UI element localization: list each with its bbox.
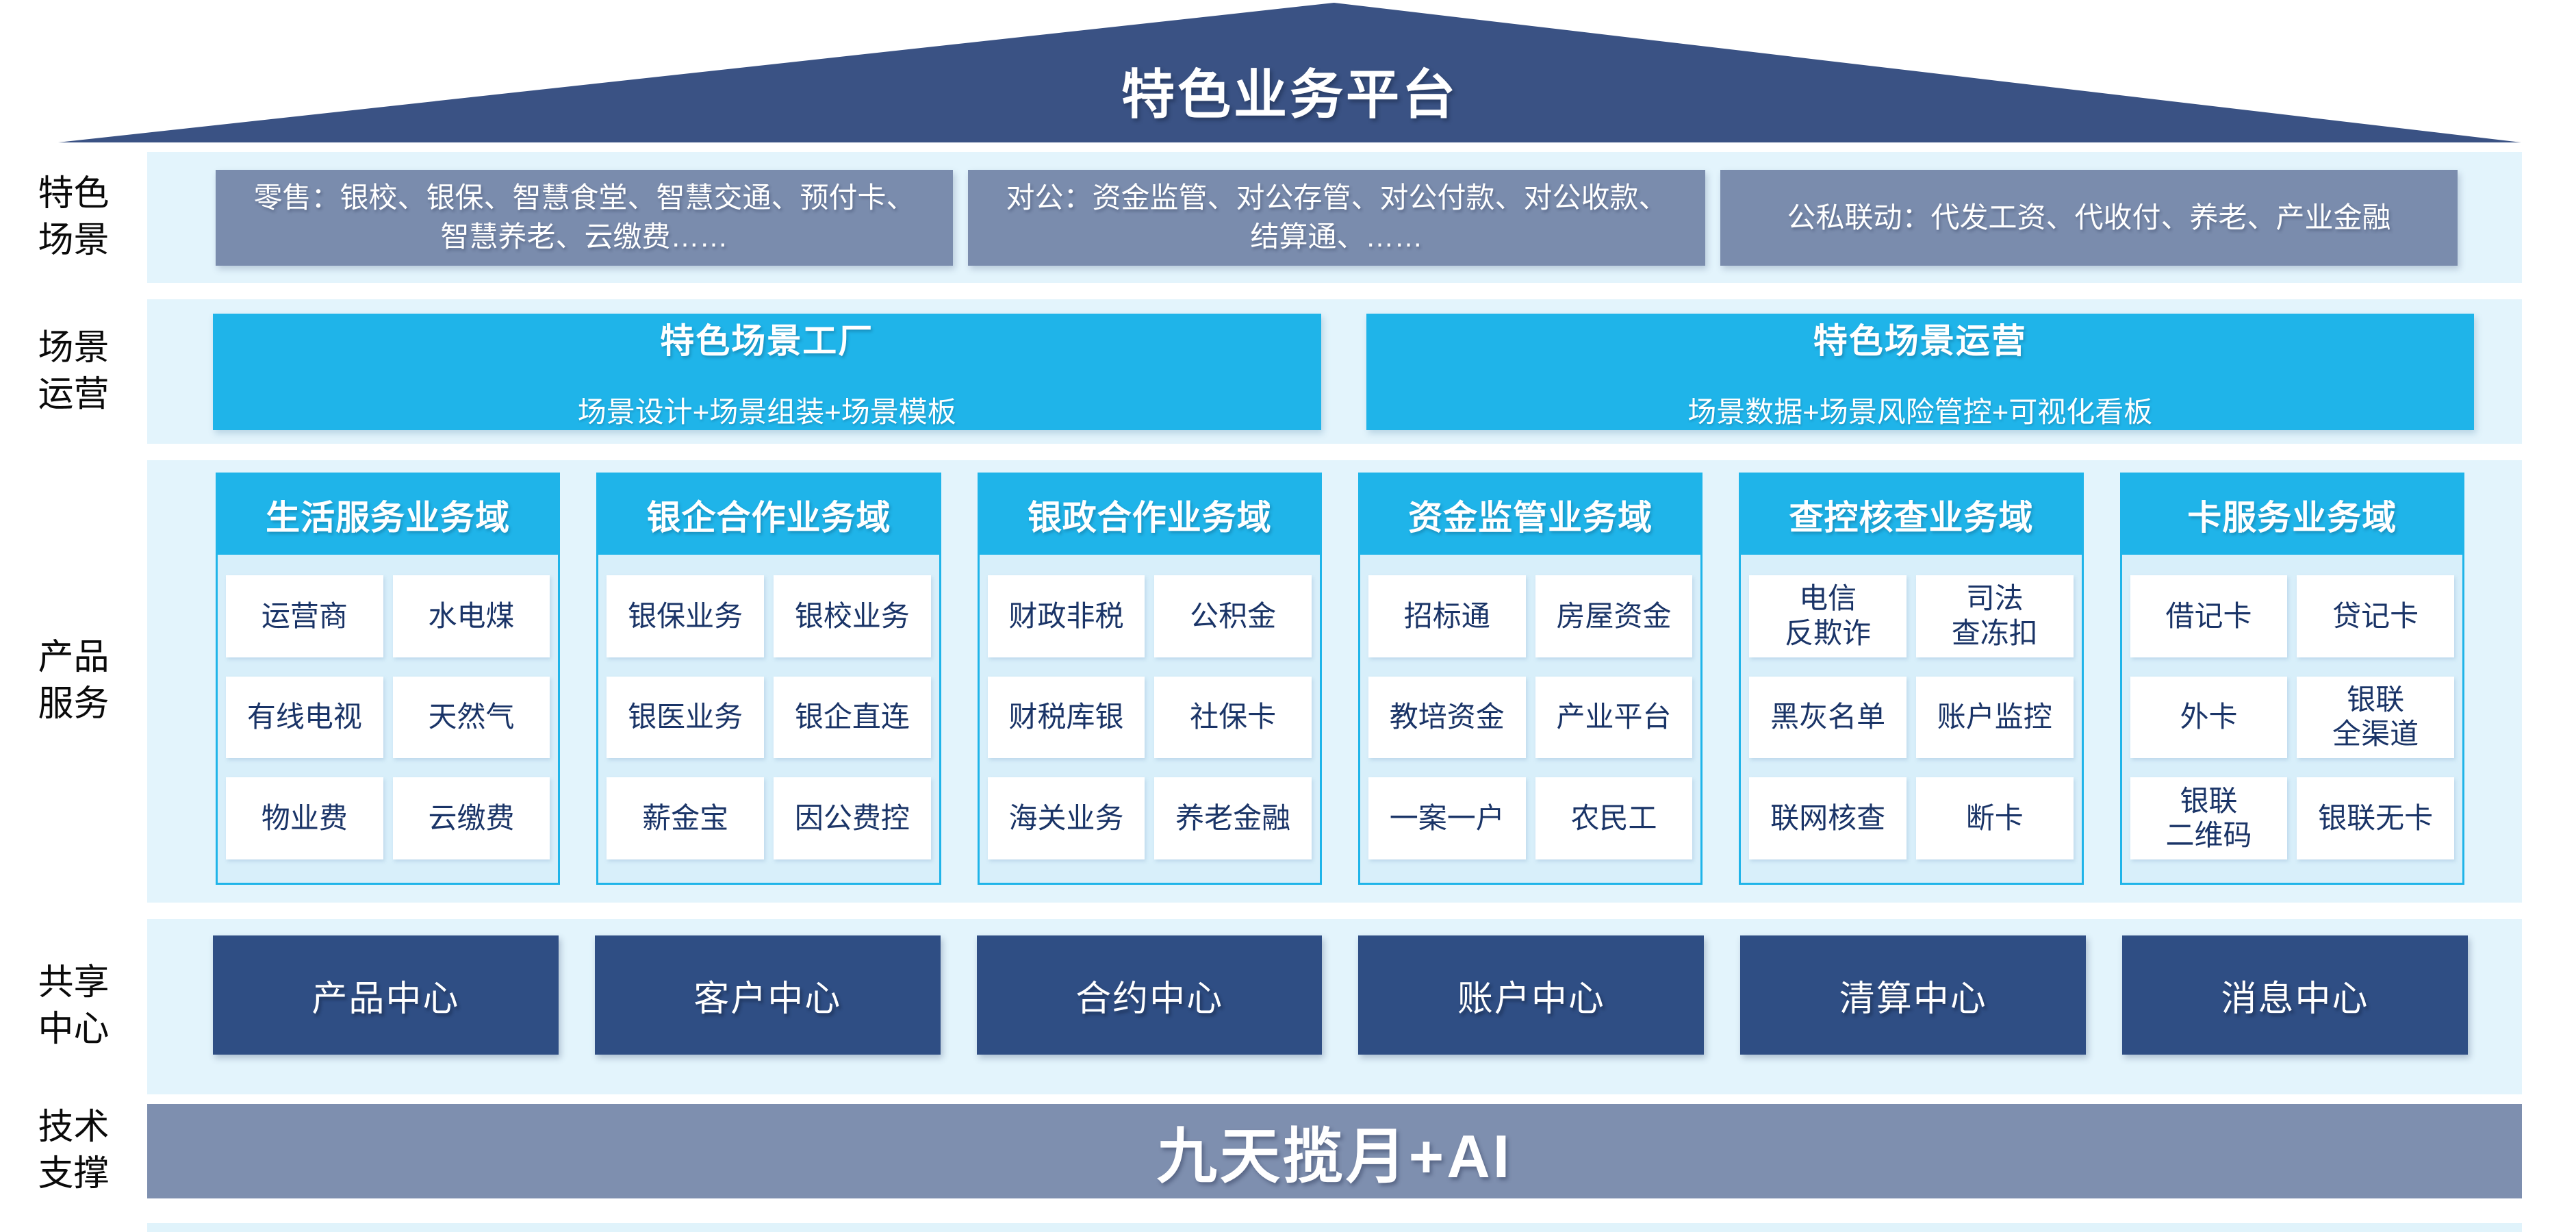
product-cell: 银保业务 <box>607 575 764 657</box>
center-box-account: 账户中心 <box>1358 935 1705 1055</box>
scene-box-public-private-linkage: 公私联动：代发工资、代收付、养老、产业金融 <box>1720 170 2458 266</box>
product-cell: 社保卡 <box>1154 676 1312 759</box>
product-column-header: 卡服务业务域 <box>2121 475 2462 555</box>
product-cell: 电信 反欺诈 <box>1749 575 1907 657</box>
product-cell: 农民工 <box>1535 777 1693 859</box>
product-column-body: 银保业务 银校业务 银医业务 银企直连 薪金宝 因公费控 <box>598 555 939 883</box>
product-column-bank-government: 银政合作业务域 财政非税 公积金 财税库银 社保卡 海关业务 养老金融 <box>977 473 1322 885</box>
product-cell: 云缴费 <box>392 777 550 859</box>
row-label-featured-scenes: 特色 场景 <box>38 173 110 260</box>
product-cell: 司法 查冻扣 <box>1915 575 2074 657</box>
product-cell: 银联无卡 <box>2297 777 2454 859</box>
product-cell: 运营商 <box>226 575 383 657</box>
product-cell: 账户监控 <box>1915 676 2074 759</box>
product-column-body: 借记卡 贷记卡 外卡 银联 全渠道 银联 二维码 银联无卡 <box>2122 555 2462 883</box>
band-product-services: 生活服务业务域 运营商 水电煤 有线电视 天然气 物业费 云缴费 银企合作业务域… <box>147 460 2522 903</box>
product-column-header: 资金监管业务域 <box>1360 475 1701 555</box>
product-cell: 海关业务 <box>987 777 1145 859</box>
product-cell: 水电煤 <box>392 575 550 657</box>
product-cell: 房屋资金 <box>1535 575 1693 657</box>
tech-support-bar: 九天揽月+AI <box>147 1104 2522 1198</box>
product-column-fund-supervision: 资金监管业务域 招标通 房屋资金 教培资金 产业平台 一案一户 农民工 <box>1357 473 1703 885</box>
scene-box-corporate: 对公：资金监管、对公存管、对公付款、对公收款、结算通、…… <box>968 170 1705 266</box>
op-box-subtitle: 场景数据+场景风险管控+可视化看板 <box>1687 395 2153 428</box>
product-cell: 天然气 <box>392 676 550 759</box>
product-column-header: 生活服务业务域 <box>218 475 559 555</box>
product-cell: 财政非税 <box>987 575 1145 657</box>
center-box-clearing: 清算中心 <box>1740 935 2087 1055</box>
band-scene-operation: 特色场景工厂 场景设计+场景组装+场景模板 特色场景运营 场景数据+场景风险管控… <box>147 299 2522 444</box>
page-title: 特色业务平台 <box>1121 64 1458 125</box>
row-label-scene-operation: 场景 运营 <box>38 327 110 414</box>
product-column-card-services: 卡服务业务域 借记卡 贷记卡 外卡 银联 全渠道 银联 二维码 银联无卡 <box>2119 473 2464 885</box>
product-column-body: 招标通 房屋资金 教培资金 产业平台 一案一户 农民工 <box>1360 555 1700 883</box>
op-box-title: 特色场景工厂 <box>660 321 874 360</box>
product-cell: 物业费 <box>226 777 383 859</box>
product-cell: 银医业务 <box>607 676 764 759</box>
center-box-contract: 合约中心 <box>976 935 1323 1055</box>
product-column-header: 银政合作业务域 <box>979 475 1320 555</box>
product-cell: 养老金融 <box>1154 777 1312 859</box>
op-box-scene-operation: 特色场景运营 场景数据+场景风险管控+可视化看板 <box>1366 314 2474 430</box>
product-column-inquiry-control: 查控核查业务域 电信 反欺诈 司法 查冻扣 黑灰名单 账户监控 联网核查 断卡 <box>1739 473 2084 885</box>
row-label-product-services: 产品 服务 <box>38 638 110 724</box>
product-column-header: 查控核查业务域 <box>1741 475 2082 555</box>
product-cell: 财税库银 <box>987 676 1145 759</box>
product-cell: 联网核查 <box>1749 777 1907 859</box>
product-cell: 借记卡 <box>2130 575 2288 657</box>
product-cell: 银校业务 <box>773 575 931 657</box>
product-column-bank-enterprise: 银企合作业务域 银保业务 银校业务 银医业务 银企直连 薪金宝 因公费控 <box>596 473 941 885</box>
product-cell: 银企直连 <box>773 676 931 759</box>
op-box-title: 特色场景运营 <box>1813 321 2027 360</box>
center-box-product: 产品中心 <box>213 935 559 1055</box>
bottom-strip <box>147 1223 2522 1232</box>
product-cell: 黑灰名单 <box>1749 676 1907 759</box>
platform-roof: 特色业务平台 <box>58 3 2521 142</box>
op-box-subtitle: 场景设计+场景组装+场景模板 <box>577 395 956 428</box>
product-cell: 公积金 <box>1154 575 1312 657</box>
product-column-body: 财政非税 公积金 财税库银 社保卡 海关业务 养老金融 <box>980 555 1320 883</box>
center-box-message: 消息中心 <box>2122 935 2468 1055</box>
product-column-body: 电信 反欺诈 司法 查冻扣 黑灰名单 账户监控 联网核查 断卡 <box>1741 555 2081 883</box>
product-column-body: 运营商 水电煤 有线电视 天然气 物业费 云缴费 <box>218 555 558 883</box>
product-cell: 断卡 <box>1915 777 2074 859</box>
op-box-scene-factory: 特色场景工厂 场景设计+场景组装+场景模板 <box>213 314 1321 430</box>
product-cell: 外卡 <box>2130 676 2288 759</box>
band-featured-scenes: 零售：银校、银保、智慧食堂、智慧交通、预付卡、智慧养老、云缴费…… 对公：资金监… <box>147 152 2522 283</box>
center-box-customer: 客户中心 <box>594 935 941 1055</box>
product-cell: 产业平台 <box>1535 676 1693 759</box>
product-column-life-services: 生活服务业务域 运营商 水电煤 有线电视 天然气 物业费 云缴费 <box>216 473 561 885</box>
product-cell: 薪金宝 <box>607 777 764 859</box>
row-label-tech-support: 技术 支撑 <box>38 1107 110 1194</box>
product-cell: 招标通 <box>1368 575 1526 657</box>
product-cell: 一案一户 <box>1368 777 1526 859</box>
product-cell: 银联 二维码 <box>2130 777 2288 859</box>
product-cell: 因公费控 <box>773 777 931 859</box>
product-cell: 贷记卡 <box>2297 575 2454 657</box>
product-column-header: 银企合作业务域 <box>598 475 939 555</box>
row-label-shared-centers: 共享 中心 <box>38 963 110 1049</box>
product-cell: 银联 全渠道 <box>2297 676 2454 759</box>
scene-box-retail: 零售：银校、银保、智慧食堂、智慧交通、预付卡、智慧养老、云缴费…… <box>216 170 953 266</box>
band-shared-centers: 产品中心 客户中心 合约中心 账户中心 清算中心 消息中心 <box>147 919 2522 1094</box>
product-cell: 教培资金 <box>1368 676 1526 759</box>
product-cell: 有线电视 <box>226 676 383 759</box>
